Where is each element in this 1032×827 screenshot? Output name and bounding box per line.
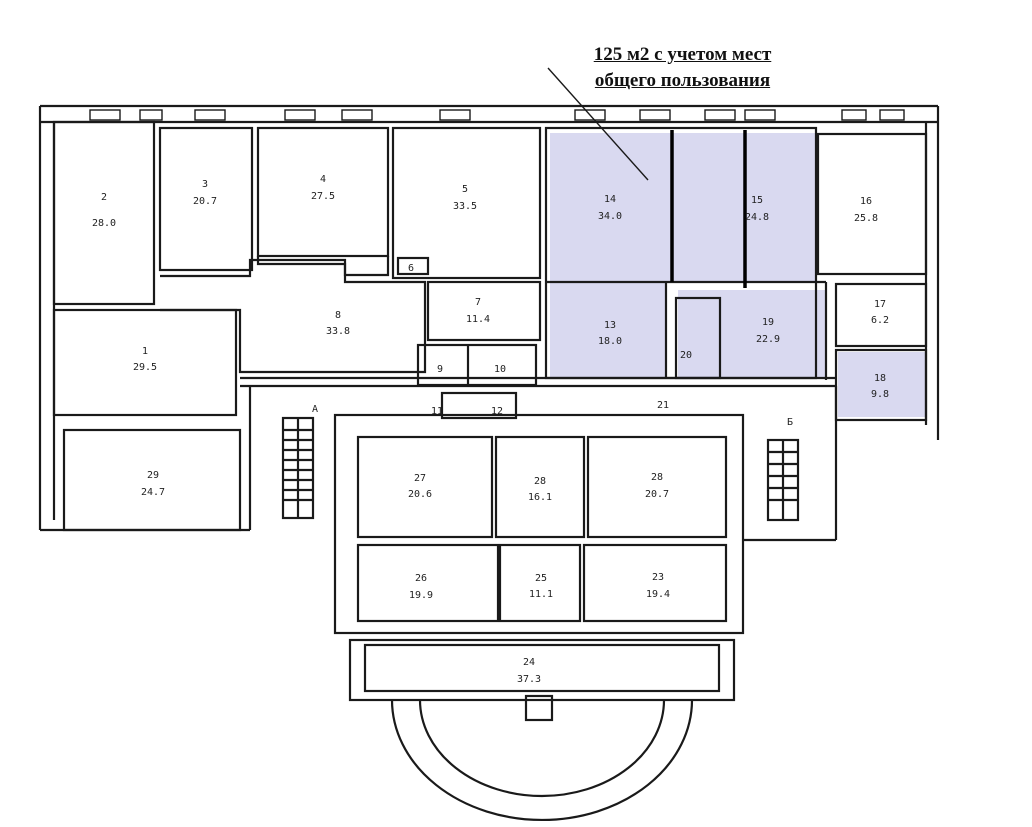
room-17-area: 6.2 <box>871 315 889 326</box>
room-21-number: 21 <box>657 400 669 411</box>
stair-a-label: А <box>312 404 318 415</box>
room-12-number: 12 <box>491 406 503 417</box>
room-23-number: 23 <box>652 572 664 583</box>
highlighted-zone <box>550 133 926 417</box>
room-18-area: 9.8 <box>871 389 889 400</box>
room-26-area: 19.9 <box>409 590 433 601</box>
room-19-number: 19 <box>762 317 774 328</box>
room-29-area: 24.7 <box>141 487 165 498</box>
room-28a-number: 28 <box>534 476 546 487</box>
room-15-number: 15 <box>751 195 763 206</box>
room-17-number: 17 <box>874 299 886 310</box>
room-13-number: 13 <box>604 320 616 331</box>
stair-b-label: Б <box>787 417 793 428</box>
area-annotation: 125 м2 с учетом мест общего пользования <box>540 42 825 94</box>
room-6-number: 6 <box>408 263 414 274</box>
room-2-number: 2 <box>101 192 107 203</box>
annotation-line-2: общего пользования <box>594 70 771 91</box>
room-24-area: 37.3 <box>517 674 541 685</box>
room-25-area: 11.1 <box>529 589 553 600</box>
room-27-area: 20.6 <box>408 489 432 500</box>
room-3-number: 3 <box>202 179 208 190</box>
room-29-number: 29 <box>147 470 159 481</box>
room-7-number: 7 <box>475 297 481 308</box>
partition-lines <box>670 130 747 288</box>
annotation-leader-line <box>547 67 649 181</box>
building-walls <box>38 104 940 822</box>
room-26-number: 26 <box>415 573 427 584</box>
room-14-area: 34.0 <box>598 211 622 222</box>
room-4-number: 4 <box>320 174 326 185</box>
room-28b-number: 28 <box>651 472 663 483</box>
room-18-number: 18 <box>874 373 886 384</box>
room-25-number: 25 <box>535 573 547 584</box>
room-23-area: 19.4 <box>646 589 670 600</box>
room-28a-area: 16.1 <box>528 492 552 503</box>
room-11-number: 11 <box>431 406 443 417</box>
room-15-area: 24.8 <box>745 212 769 223</box>
room-13-area: 18.0 <box>598 336 622 347</box>
room-27-number: 27 <box>414 473 426 484</box>
room-19-area: 22.9 <box>756 334 780 345</box>
room-1-area: 29.5 <box>133 362 157 373</box>
room-8-area: 33.8 <box>326 326 350 337</box>
room-9-number: 9 <box>437 364 443 375</box>
room-28b-area: 20.7 <box>645 489 669 500</box>
annotation-line-1: 125 м2 с учетом мест <box>593 44 772 65</box>
room-5-area: 33.5 <box>453 201 477 212</box>
room-1-number: 1 <box>142 346 148 357</box>
room-16-number: 16 <box>860 196 872 207</box>
room-20-number: 20 <box>680 350 692 361</box>
room-8-number: 8 <box>335 310 341 321</box>
room-2-area: 28.0 <box>92 218 116 229</box>
room-3-area: 20.7 <box>193 196 217 207</box>
room-24-number: 24 <box>523 657 535 668</box>
room-4-area: 27.5 <box>311 191 335 202</box>
room-5-number: 5 <box>462 184 468 195</box>
room-7-area: 11.4 <box>466 314 490 325</box>
room-16-area: 25.8 <box>854 213 878 224</box>
room-14-number: 14 <box>604 194 616 205</box>
room-10-number: 10 <box>494 364 506 375</box>
